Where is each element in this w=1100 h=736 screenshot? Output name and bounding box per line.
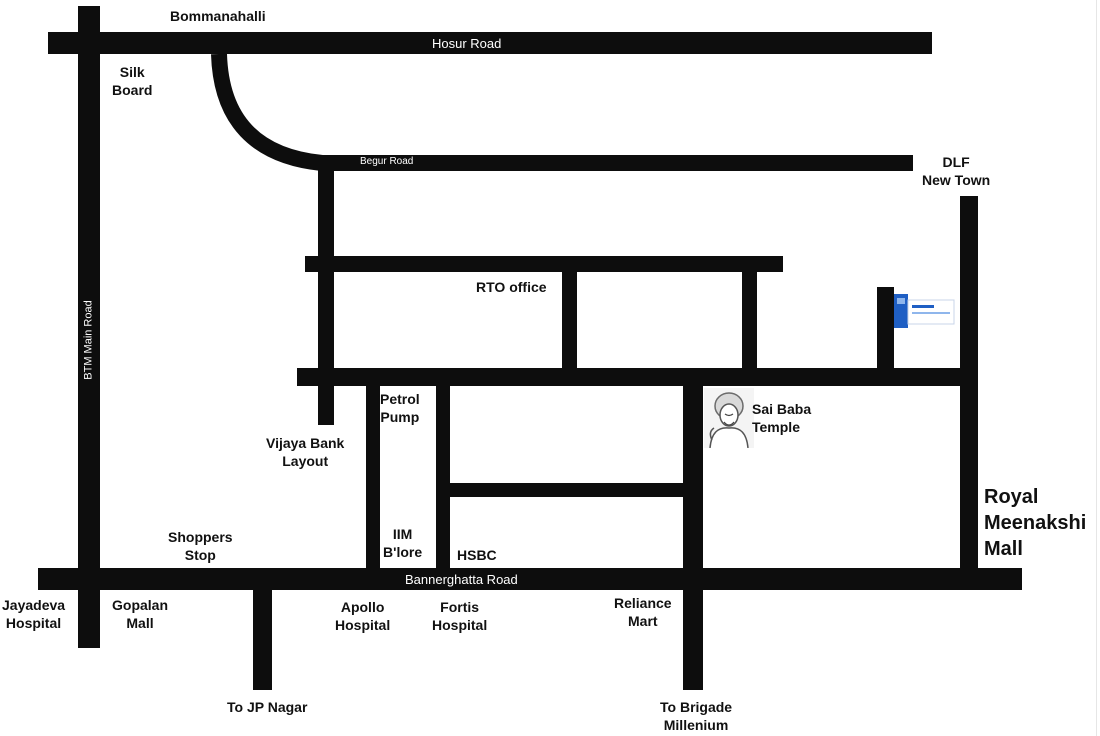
right-edge-line — [1096, 0, 1097, 736]
dlf-new-town-road — [960, 196, 978, 580]
begur-road — [318, 155, 913, 171]
hsbc-label: HSBC — [457, 547, 497, 563]
project-connector-road — [877, 287, 894, 370]
btm-main-road — [78, 6, 100, 648]
rto-office-label: RTO office — [476, 279, 547, 295]
middle-cross-road — [297, 368, 975, 386]
jp-nagar-road — [253, 588, 272, 690]
petrol-pump-road — [366, 376, 380, 574]
bommanahalli-label: Bommanahalli — [170, 8, 266, 24]
begur-road-label: Begur Road — [360, 156, 414, 167]
hsbc-cross-road — [443, 483, 693, 497]
hosur-road-label: Hosur Road — [432, 36, 502, 51]
iim-road — [436, 376, 450, 574]
brigade-millenium-road — [683, 376, 703, 690]
building-marker-icon — [894, 294, 955, 328]
rto-east-connector — [742, 256, 757, 370]
to-jp-nagar-label: To JP Nagar — [227, 699, 308, 715]
rto-office-connector — [562, 264, 577, 370]
bannerghatta-road-label: Bannerghatta Road — [405, 572, 518, 587]
vijaya-bank-connector-road — [318, 163, 334, 425]
bannerghatta-road — [38, 568, 1022, 590]
sai-baba-portrait-icon — [704, 388, 754, 448]
hosur-road — [48, 32, 932, 54]
rto-road — [305, 256, 783, 272]
